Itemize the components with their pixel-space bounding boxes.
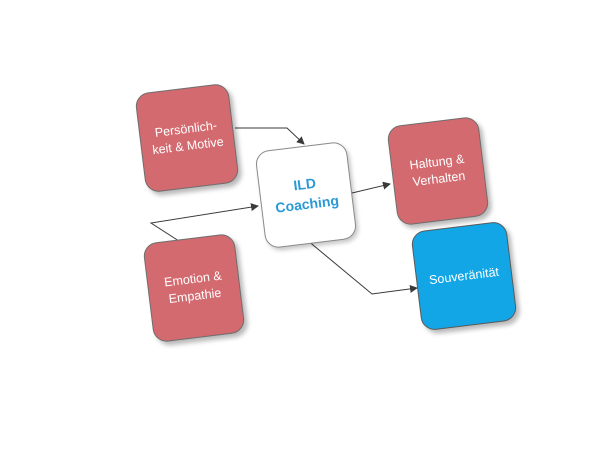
node-persoenlichkeit-motive: Persönlich- keit & Motive [134,82,240,194]
node-souveraenitaet: Souveränität [410,220,518,332]
edge-ild-to-haltung [351,181,391,194]
edge-ild-to-souveraenitaet [306,239,418,295]
node-persoenlichkeit-motive-label: Persönlich- keit & Motive [151,118,225,158]
node-souveraenitaet-label: Souveränität [428,264,500,287]
node-haltung-verhalten: Haltung & Verhalten [386,115,490,227]
node-haltung-verhalten-label: Haltung & Verhalten [408,151,467,190]
edge-emotion-to-ild [149,203,259,244]
node-ild-coaching: ILD Coaching [254,140,358,250]
edge-persoenlichkeit-to-ild [235,127,305,145]
node-ild-coaching-label: ILD Coaching [274,175,340,216]
node-emotion-empathie: Emotion & Empathie [142,232,246,344]
node-emotion-empathie-label: Emotion & Empathie [163,268,223,307]
